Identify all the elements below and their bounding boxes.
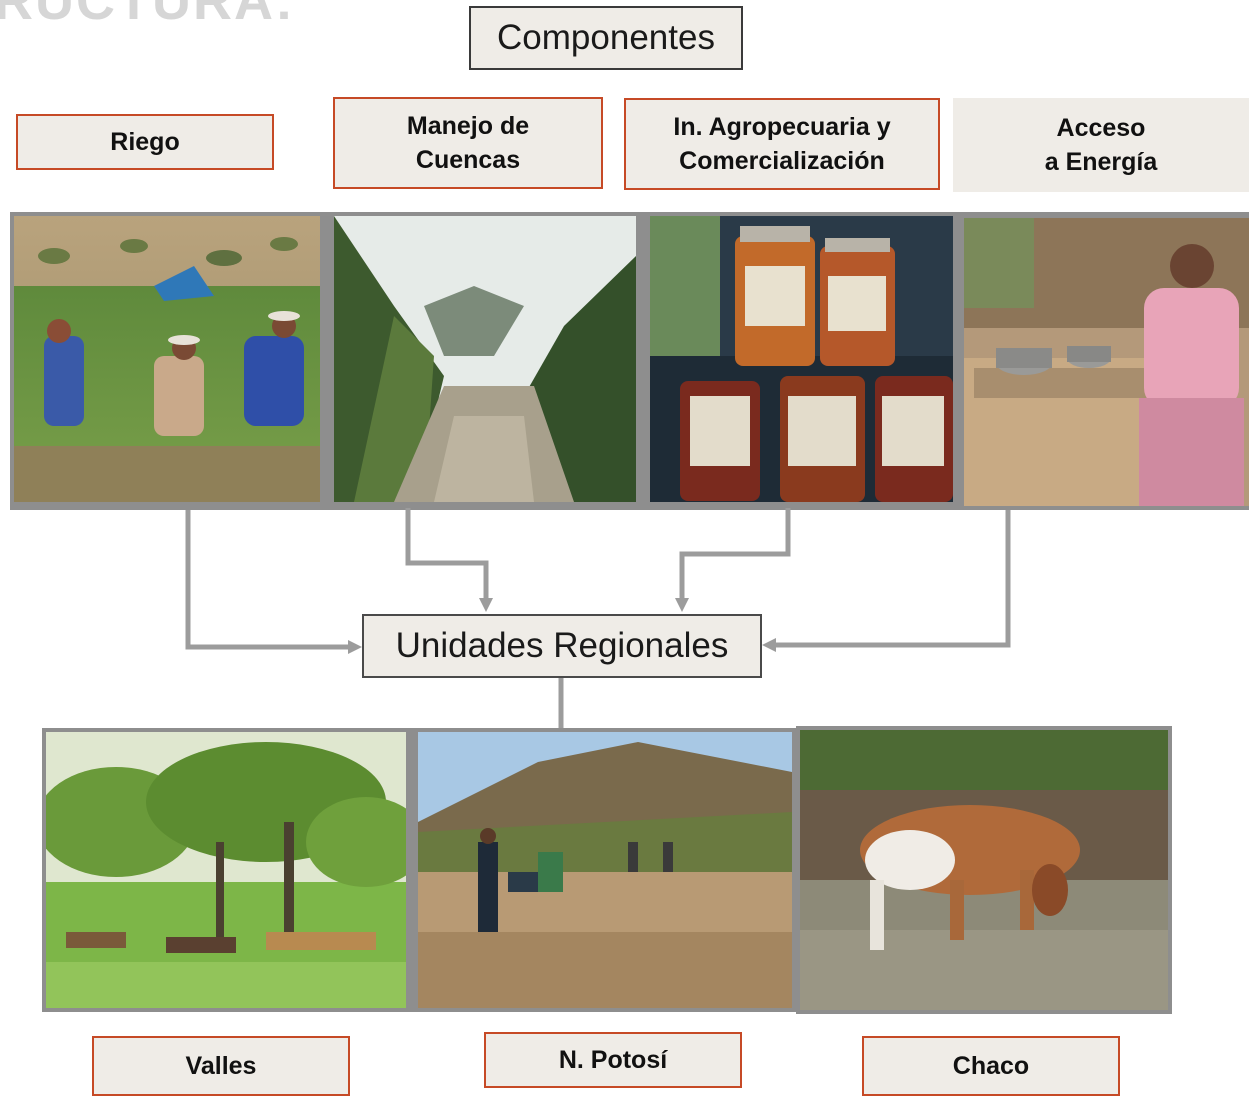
valles-image (46, 732, 406, 1008)
component-label-agro-line1: In. Agropecuaria y (673, 113, 891, 141)
photo-chaco (800, 730, 1168, 1010)
arrowhead-energia (762, 638, 776, 652)
connector-riego (185, 510, 352, 650)
photo-npotosi (418, 732, 792, 1008)
arrowhead-riego (348, 640, 362, 654)
component-label-energia-line2: a Energía (1044, 148, 1158, 176)
regional-units-label: Unidades Regionales (395, 626, 729, 665)
components-title-text: Componentes (497, 18, 715, 57)
component-label-agro-line2: Comercialización (679, 147, 885, 175)
region-label-chaco: Chaco (952, 1052, 1030, 1080)
honey-jars-image (650, 216, 953, 502)
farmers-image (14, 216, 320, 502)
woman-stove-image (964, 218, 1249, 506)
river-valley-image (334, 216, 636, 502)
npotosi-image (418, 732, 792, 1008)
component-label-cuencas-line1: Manejo de (406, 112, 530, 140)
connector-cuencas (405, 508, 489, 600)
photo-river-valley (334, 216, 636, 502)
component-box-riego: Riego (16, 114, 274, 170)
photo-farmers (14, 216, 320, 502)
connector-agropecuaria (679, 508, 791, 600)
component-box-agropecuaria: In. Agropecuaria y Comercialización (624, 98, 940, 190)
regional-units-box: Unidades Regionales (362, 614, 762, 678)
region-box-npotosi: N. Potosí (484, 1032, 742, 1088)
photo-valles (46, 732, 406, 1008)
components-title: Componentes (469, 6, 743, 70)
region-label-valles: Valles (185, 1052, 257, 1080)
photo-honey-jars (650, 216, 953, 502)
component-label-riego: Riego (110, 128, 180, 156)
chaco-image (800, 730, 1168, 1010)
connector-energia (772, 510, 1011, 648)
component-label-energia-line1: Acceso (1056, 114, 1146, 142)
region-box-valles: Valles (92, 1036, 350, 1096)
arrowhead-agropecuaria (675, 598, 689, 612)
slide-title-fragment: RUCTURA: (0, 0, 295, 31)
region-label-npotosi: N. Potosí (558, 1046, 668, 1074)
component-label-cuencas-line2: Cuencas (415, 146, 521, 174)
arrowhead-cuencas (479, 598, 493, 612)
component-box-cuencas: Manejo de Cuencas (333, 97, 603, 189)
component-box-energia: Acceso a Energía (953, 98, 1249, 192)
photo-woman-stove (964, 218, 1249, 506)
region-box-chaco: Chaco (862, 1036, 1120, 1096)
